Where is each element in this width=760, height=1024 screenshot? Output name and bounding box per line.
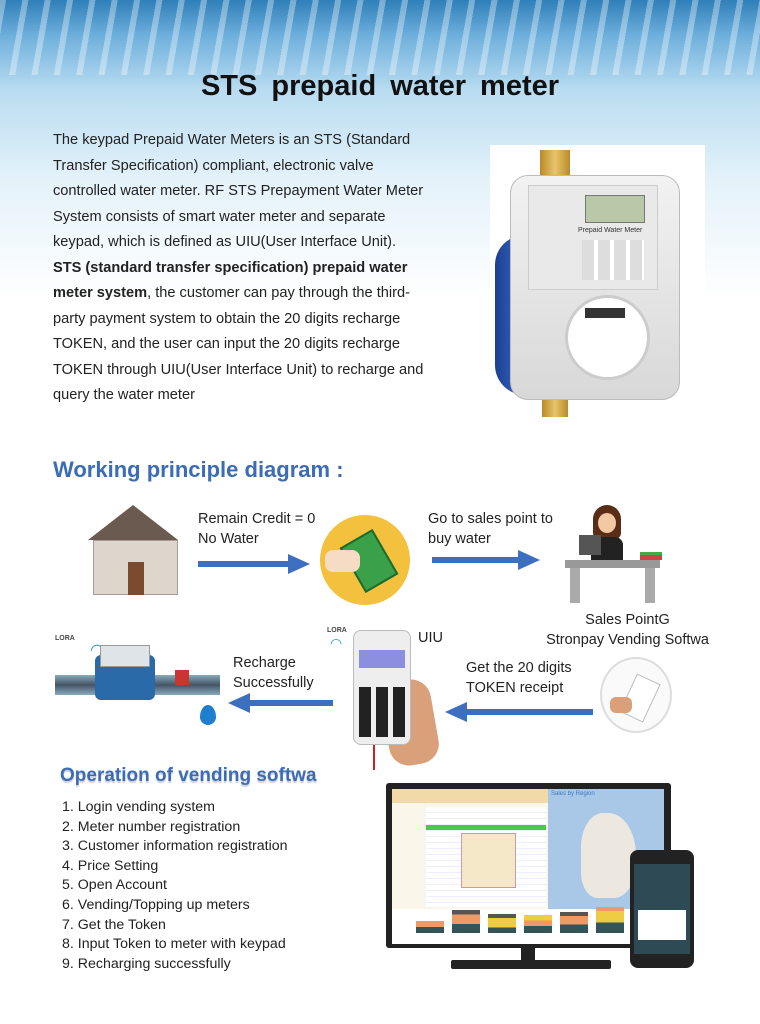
arrow-left [445, 702, 593, 722]
sales-clerk-icon [565, 505, 665, 605]
wifi-icon: ◠ [330, 635, 343, 651]
token-receipt-icon [600, 657, 672, 733]
label-line: Recharge [233, 655, 296, 671]
screen-title: Sales by Region [551, 791, 595, 797]
arrow-right [198, 554, 310, 574]
smartphone-image [630, 850, 694, 968]
label-line: Get the 20 digits [466, 660, 572, 676]
label-line: No Water [198, 531, 259, 547]
meter-label: Prepaid Water Meter [578, 227, 643, 234]
sales-point-label: Sales PointG Stronpay Vending Softwa [540, 610, 715, 650]
list-item: 8. Input Token to meter with keypad [62, 936, 286, 953]
water-meter-image: Prepaid Water Meter [490, 145, 705, 420]
list-item: 7. Get the Token [62, 916, 166, 933]
house-icon [78, 500, 193, 600]
arrow-left [228, 693, 333, 713]
label-line: TOKEN receipt [466, 680, 564, 696]
operation-steps-list: 1. Login vending system 2. Meter number … [62, 798, 288, 974]
water-meter-pipe-icon: LORA ◠ [55, 620, 235, 735]
label-line: buy water [428, 531, 491, 547]
intro-text: The keypad Prepaid Water Meters is an ST… [53, 128, 433, 409]
list-item: 3. Customer information registration [62, 838, 288, 855]
label-line: Go to sales point to [428, 511, 553, 527]
step-no-credit-label: Remain Credit = 0 No Water [198, 509, 315, 549]
water-splash [0, 0, 760, 75]
uiu-keypad-icon: LORA ◠ [325, 625, 445, 770]
label-line: Successfully [233, 675, 314, 691]
operation-heading: Operation of vending softwa [60, 765, 317, 786]
label-line: Remain Credit = 0 [198, 511, 316, 527]
step-go-sales-point-label: Go to sales point to buy water [428, 509, 553, 549]
lora-label: LORA [55, 635, 75, 642]
label-line: Sales PointG [585, 612, 670, 628]
payment-icon [320, 515, 410, 605]
list-item: 1. Login vending system [62, 799, 216, 815]
intro-rest: , the customer can pay through the third… [53, 285, 424, 403]
uiu-label: UIU [418, 630, 443, 646]
label-line: Stronpay Vending Softwa [546, 632, 709, 648]
vending-software-monitor: Sales by Region [386, 783, 674, 971]
arrow-right [432, 550, 540, 570]
list-item: 9. Recharging successfully [62, 955, 231, 972]
list-item: 6. Vending/Topping up meters [62, 896, 250, 913]
list-item: 5. Open Account [62, 877, 167, 894]
working-principle-heading: Working principle diagram : [53, 457, 344, 482]
intro-paragraph-1: The keypad Prepaid Water Meters is an ST… [53, 132, 424, 250]
page-title: STS prepaid water meter [200, 70, 560, 102]
list-item: 4. Price Setting [62, 857, 159, 874]
intro-bold-term: STS (standard transfer specification) pr… [53, 259, 408, 302]
intro-paragraph-2: STS (standard transfer specification) pr… [53, 256, 433, 409]
list-item: 2. Meter number registration [62, 818, 241, 835]
